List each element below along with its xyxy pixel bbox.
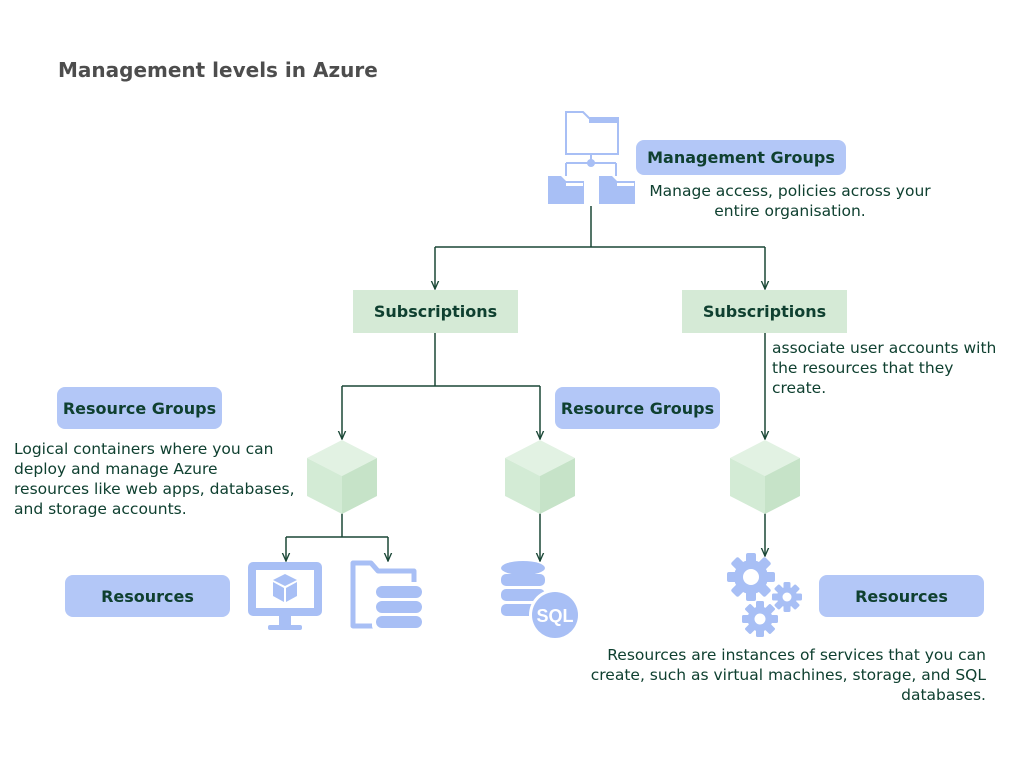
resource-groups-label-right: Resource Groups	[555, 387, 720, 429]
gears-icon	[727, 553, 802, 637]
management-groups-description: Manage access, policies across your enti…	[649, 182, 931, 220]
virtual-machine-monitor-icon	[248, 562, 322, 630]
connector-lines	[286, 206, 765, 561]
subscriptions-label-left: Subscriptions	[353, 290, 518, 333]
management-group-folders-icon	[548, 111, 635, 204]
subscriptions-description: associate user accounts with the resourc…	[772, 339, 997, 397]
subscriptions-label-right: Subscriptions	[682, 290, 847, 333]
resource-groups-label-left: Resource Groups	[57, 387, 222, 429]
management-groups-label-text: Management Groups	[647, 148, 835, 167]
resource-groups-description: Logical containers where you can deploy …	[14, 440, 295, 518]
resources-label-left: Resources	[65, 575, 230, 617]
cube-icon	[505, 440, 575, 514]
sql-label: SQL	[536, 606, 573, 626]
resources-description: Resources are instances of services that…	[590, 646, 986, 704]
management-groups-label: Management Groups	[636, 140, 846, 175]
resources-label-right: Resources	[819, 575, 984, 617]
cube-icon	[730, 440, 800, 514]
storage-folder-database-icon	[350, 560, 426, 630]
cube-icon	[307, 440, 377, 514]
page-title: Management levels in Azure	[58, 58, 378, 82]
sql-database-icon: SQL	[501, 561, 581, 641]
